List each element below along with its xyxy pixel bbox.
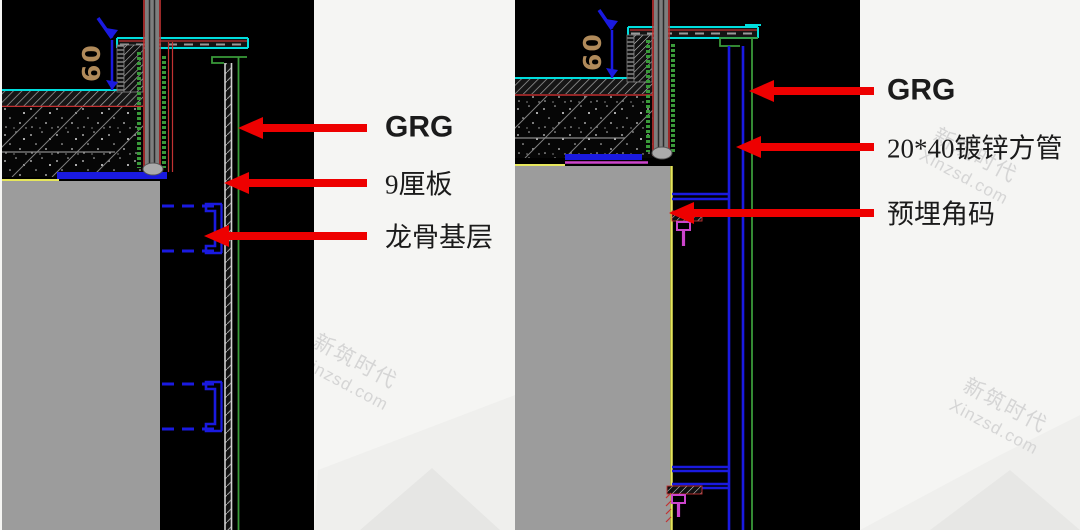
label-left-grg: GRG — [385, 110, 454, 144]
edge-trim-blue — [565, 154, 642, 160]
tube-connector — [672, 465, 729, 490]
ceiling-slab-section — [515, 77, 653, 166]
watermark: 新筑时代 Xinzsd.com — [918, 357, 1080, 474]
suspension-rod — [137, 0, 174, 176]
dimension-60: 60 — [77, 16, 118, 90]
cad-detail-left-panel: 60 — [2, 0, 314, 530]
label-right-angle: 预埋角码 — [887, 199, 995, 230]
watermark-url: Xinzsd.com — [946, 395, 1042, 459]
grg-panel-assembly — [719, 24, 761, 530]
tube-connector — [672, 192, 729, 201]
dimension-value: 60 — [578, 32, 607, 71]
embed-angle — [671, 210, 703, 246]
cad-detail-right-panel: 60 — [515, 0, 860, 530]
hanger-bracket — [116, 44, 144, 93]
label-left-keel: 龙骨基层 — [385, 222, 493, 253]
rod-anchor — [651, 146, 673, 160]
ceiling-slab-section — [2, 89, 167, 181]
wall-section — [2, 181, 160, 530]
rod-anchor — [142, 162, 164, 176]
watermark-text: 新筑时代 — [959, 374, 1052, 438]
embed-angle — [665, 485, 703, 523]
wall-section — [515, 166, 670, 530]
plywood-board-line — [225, 63, 231, 530]
keel-bracket — [162, 380, 223, 433]
label-left-plywood: 9厘板 — [385, 169, 453, 200]
label-right-grg: GRG — [887, 73, 956, 107]
label-right-tube: 20*40镀锌方管 — [887, 133, 1063, 164]
dimension-value: 60 — [77, 43, 106, 82]
edge-trim-blue — [57, 172, 167, 179]
dimension-60: 60 — [578, 9, 618, 78]
grg-panel-assembly — [211, 56, 247, 530]
suspension-rod — [646, 0, 675, 160]
keel-bracket — [162, 202, 223, 255]
